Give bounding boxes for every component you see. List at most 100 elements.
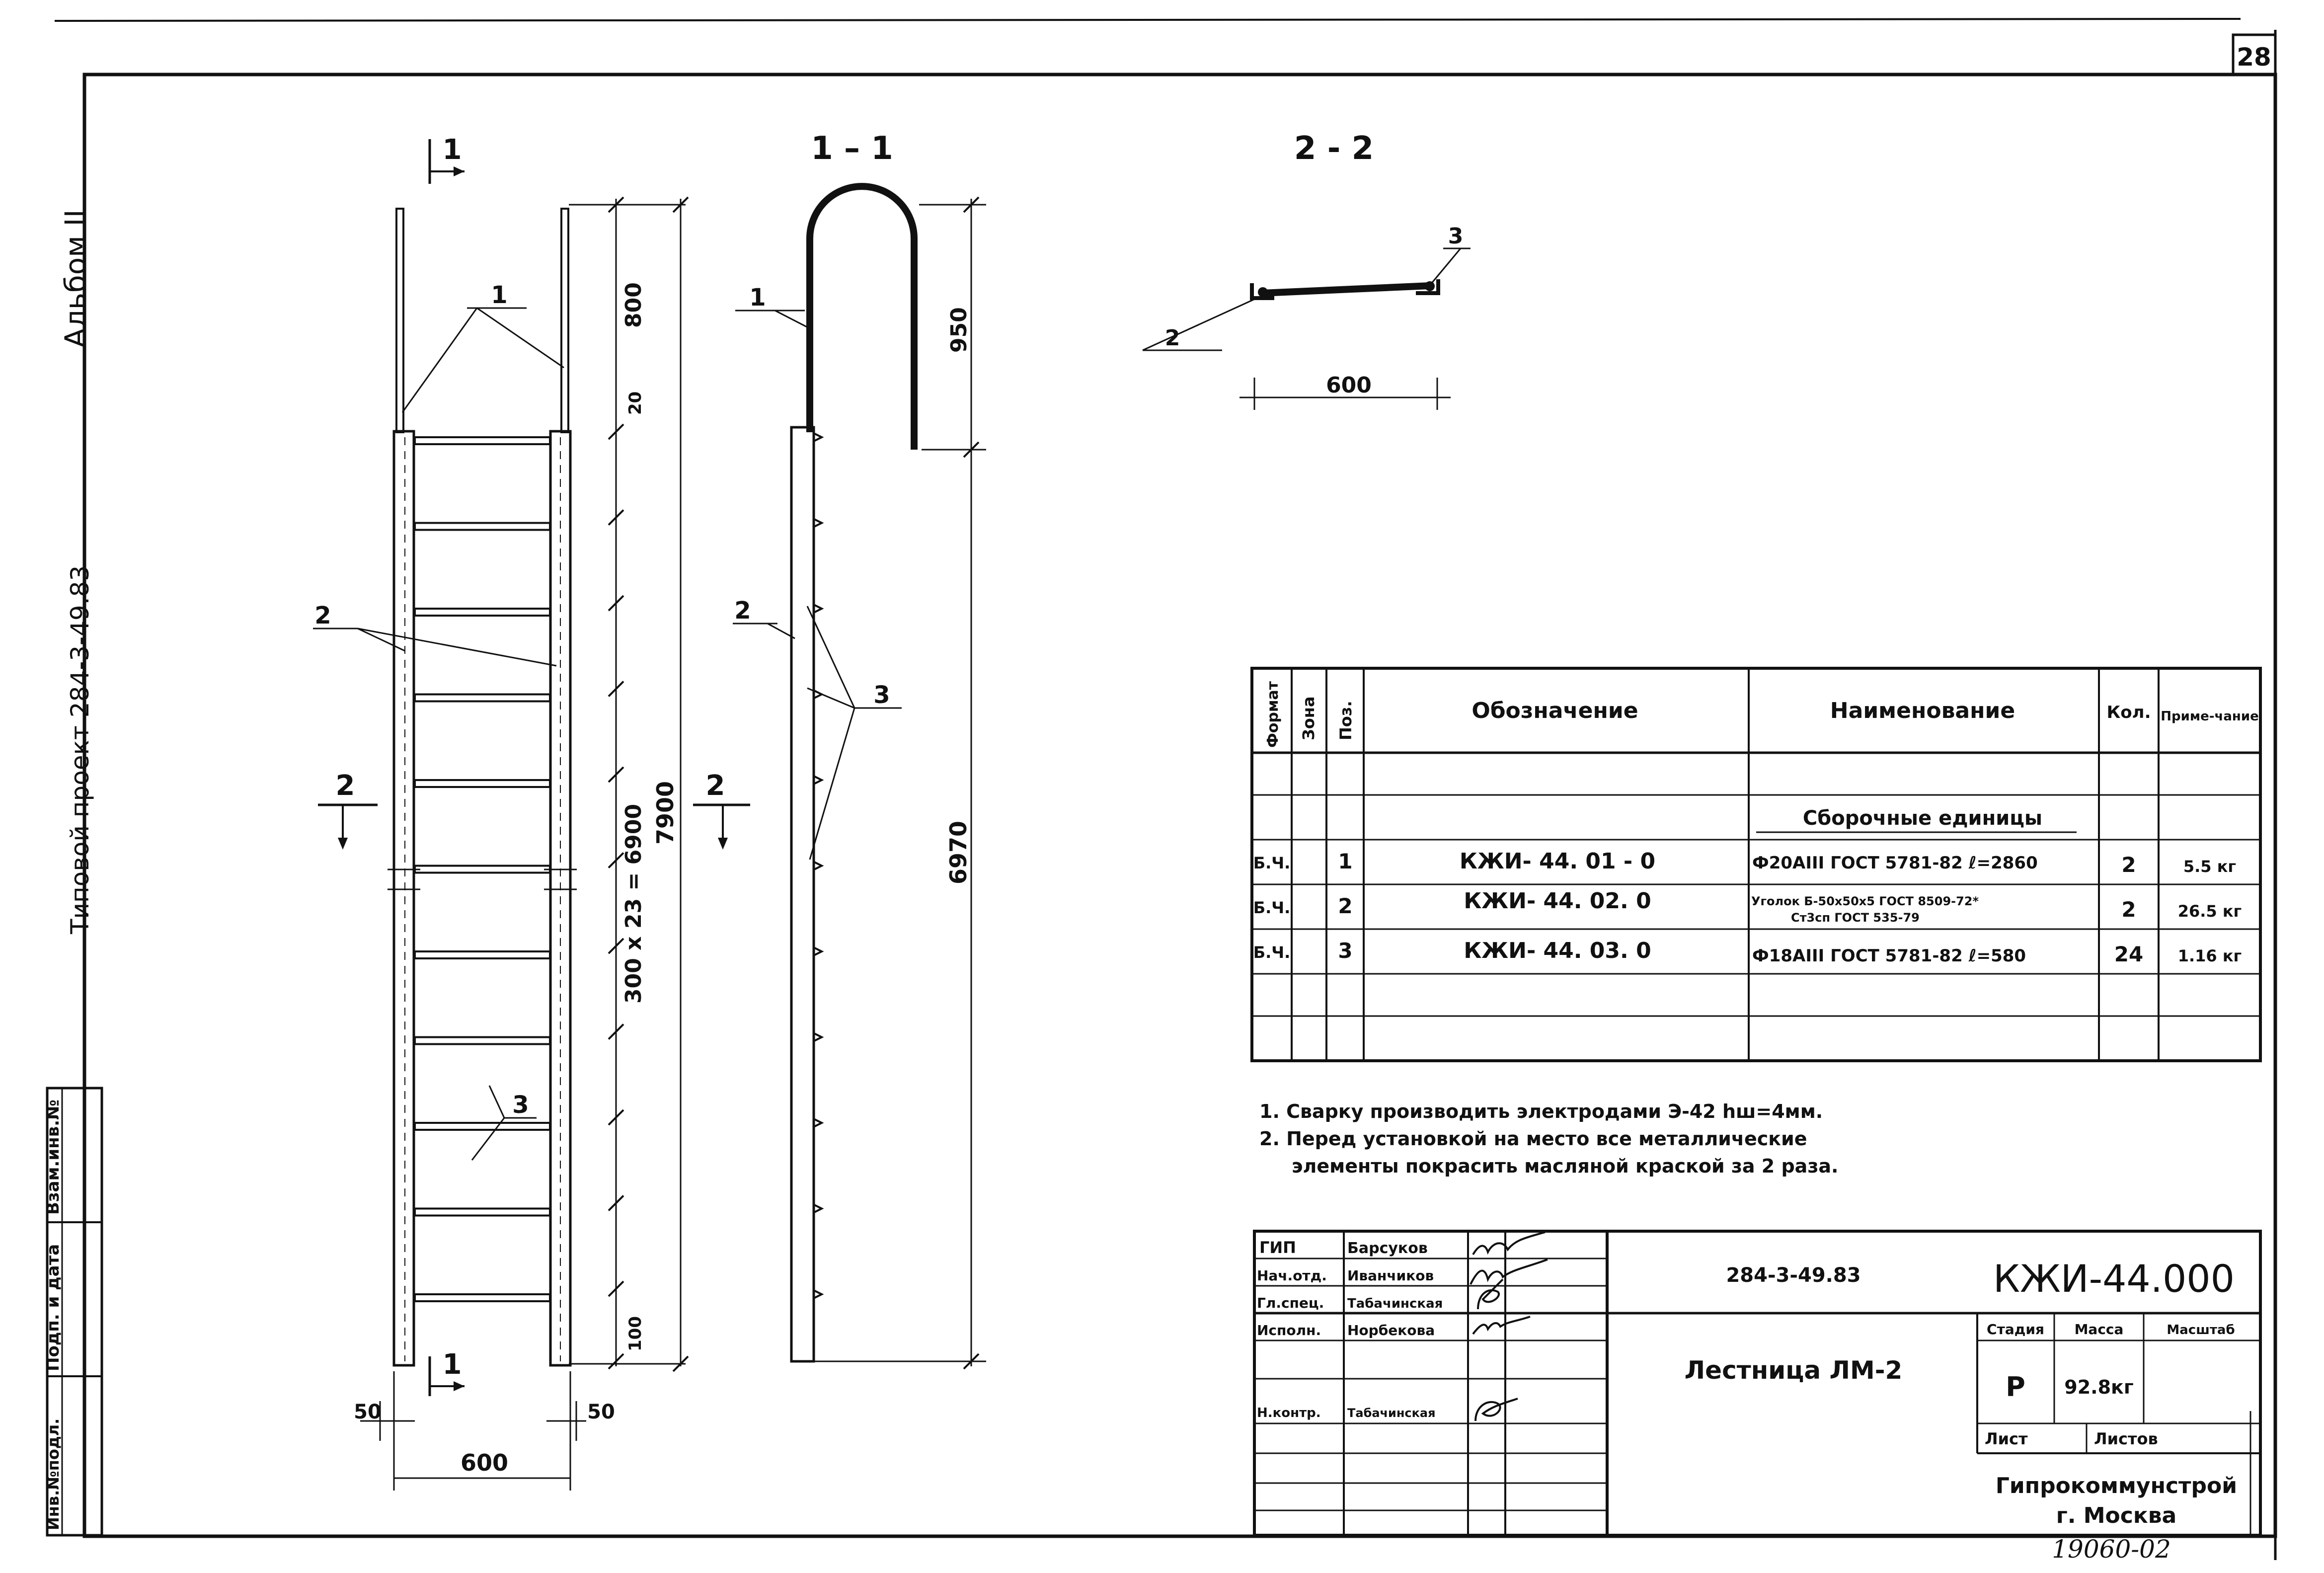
dim-600-front: 600	[461, 1449, 508, 1476]
tb-stage: Р	[2006, 1371, 2025, 1403]
stamp-inv-podl: Инв.№подл.	[44, 1418, 63, 1530]
svg-text:1.16 кг: 1.16 кг	[2178, 946, 2242, 965]
rung-end-mark	[813, 775, 824, 785]
tb-name-0: Барсуков	[1347, 1240, 1428, 1257]
dim-7900: 7900	[652, 781, 679, 845]
tb-name-2: Табачинская	[1347, 1296, 1443, 1311]
tb-name-1: Иванчиков	[1347, 1267, 1434, 1284]
album-label: Альбом II	[59, 209, 92, 348]
tb-sheets-label: Листов	[2094, 1429, 2158, 1448]
table-row: Б.Ч. 1 КЖИ- 44. 01 - 0 Ф20АIII ГОСТ 5781…	[1253, 849, 2236, 877]
front-view-dimensions: 800 20 300 x 23 = 6900 7900 100	[569, 196, 689, 1372]
top-trim-line	[54, 18, 2241, 22]
ladder-rung	[414, 950, 551, 959]
ladder-rung	[414, 779, 551, 788]
sheet-number-box	[2232, 33, 2277, 76]
dim-tick	[608, 1280, 624, 1297]
section-1-title: 1 – 1	[811, 130, 893, 167]
rung-end-mark	[813, 861, 824, 871]
dim-20: 20	[625, 392, 645, 415]
svg-text:КЖИ- 44. 01 - 0: КЖИ- 44. 01 - 0	[1460, 849, 1655, 874]
note-2: 2. Перед установкой на место все металли…	[1259, 1128, 1807, 1150]
section-1-view: 950 6970 1 2 3	[733, 183, 986, 1370]
spec-section-title: Сборочные единицы	[1803, 807, 2042, 830]
th-name: Наименование	[1830, 698, 2015, 723]
tb-mass: 92.8кг	[2064, 1376, 2133, 1398]
svg-text:Ф18АIII ГОСТ 5781-82 ℓ=580: Ф18АIII ГОСТ 5781-82 ℓ=580	[1752, 946, 2026, 966]
dim-800: 800	[621, 282, 646, 328]
tb-drawing-code: КЖИ-44.000	[1993, 1257, 2235, 1301]
section-2-title: 2 - 2	[1294, 130, 1374, 167]
dim-tick	[608, 1023, 624, 1040]
callout-2-section: 2	[734, 597, 751, 625]
tb-scale-label: Масштаб	[2167, 1323, 2235, 1337]
front-view-callouts: 1 2 3	[313, 281, 564, 1161]
svg-text:Б.Ч.: Б.Ч.	[1253, 854, 1291, 872]
tb-mass-label: Масса	[2075, 1321, 2124, 1337]
rung-end-mark	[813, 946, 824, 956]
dim-50-right: 50	[587, 1401, 615, 1423]
signature-n-kontr	[1474, 1398, 1518, 1421]
ladder-rung	[414, 1036, 551, 1045]
tb-role-2: Гл.спец.	[1257, 1295, 1324, 1311]
project-label: Типовой проект 284-3-49.83	[66, 565, 94, 935]
signature-gl-spec	[1477, 1278, 1504, 1310]
ladder-rung	[414, 436, 551, 445]
th-note: Приме-чание	[2161, 709, 2258, 724]
tb-project-code: 284-3-49.83	[1726, 1264, 1860, 1287]
rung-end-mark	[813, 1289, 824, 1299]
rung-end-mark	[813, 604, 824, 614]
dim-100: 100	[625, 1316, 645, 1351]
svg-text:24: 24	[2114, 942, 2143, 966]
note-2-cont: элементы покрасить масляной краской за 2…	[1292, 1155, 1838, 1177]
svg-text:2: 2	[1338, 894, 1352, 918]
ladder-rung	[414, 1207, 551, 1217]
dim-tick	[672, 196, 689, 213]
th-pos: Поз.	[1336, 701, 1355, 740]
svg-text:Ф20АIII ГОСТ 5781-82 ℓ=2860: Ф20АIII ГОСТ 5781-82 ℓ=2860	[1752, 853, 2038, 873]
tb-name-5: Табачинская	[1347, 1406, 1436, 1420]
rung-end-mark	[813, 1118, 824, 1128]
dim-950: 950	[946, 307, 972, 353]
tb-stage-label: Стадия	[1987, 1321, 2044, 1337]
front-bottom-dimensions: 600 50 50	[354, 1371, 615, 1491]
svg-text:КЖИ- 44. 03. 0: КЖИ- 44. 03. 0	[1464, 938, 1651, 963]
ladder-rung	[414, 693, 551, 703]
callout-1-section: 1	[749, 284, 766, 312]
tb-city: г. Москва	[2056, 1503, 2177, 1528]
tb-role-5: Н.контр.	[1257, 1406, 1321, 1420]
section-2-marks: 2 2	[318, 770, 750, 850]
dim-600-plan: 600	[1326, 373, 1372, 398]
stamp-zam-inv: Взам.инв.№	[43, 1100, 63, 1215]
ladder-front-view	[387, 208, 577, 1367]
svg-text:Б.Ч.: Б.Ч.	[1253, 943, 1291, 962]
table-row: Б.Ч. 2 КЖИ- 44. 02. 0 Уголок Б-50х50х5 Г…	[1253, 888, 2242, 925]
ladder-rung	[414, 865, 551, 874]
svg-text:3: 3	[1338, 939, 1352, 963]
rung-end-mark	[813, 1032, 824, 1042]
table-row: Б.Ч. 3 КЖИ- 44. 03. 0 Ф18АIII ГОСТ 5781-…	[1253, 938, 2242, 966]
callout-2-plan: 2	[1165, 325, 1180, 351]
callout-2-front: 2	[314, 602, 331, 629]
tb-sheet-label: Лист	[1985, 1429, 2028, 1448]
signature-ispoln	[1472, 1316, 1531, 1335]
dim-tick	[608, 1195, 624, 1211]
ladder-rung	[414, 608, 551, 617]
ladder-rung	[414, 1293, 551, 1302]
svg-text:2: 2	[2121, 897, 2136, 922]
section-2-mark-left: 2	[336, 770, 355, 802]
tb-organization: Гипрокоммунстрой	[1996, 1473, 2237, 1498]
svg-text:КЖИ- 44. 02. 0: КЖИ- 44. 02. 0	[1464, 888, 1651, 914]
tb-role-3: Исполн.	[1257, 1322, 1321, 1338]
rung-end-mark	[813, 1203, 824, 1214]
specification-table: Формат Зона Поз. Обозначение Наименовани…	[1250, 667, 2262, 1062]
svg-text:26.5 кг: 26.5 кг	[2178, 902, 2242, 921]
dim-tick	[608, 509, 624, 526]
svg-text:Б.Ч.: Б.Ч.	[1253, 898, 1291, 917]
tb-role-1: Нач.отд.	[1257, 1267, 1327, 1284]
dim-tick	[608, 938, 624, 954]
tb-name-3: Норбекова	[1347, 1322, 1435, 1338]
dim-tick	[608, 852, 624, 868]
section-1-mark-top: 1	[443, 134, 462, 166]
